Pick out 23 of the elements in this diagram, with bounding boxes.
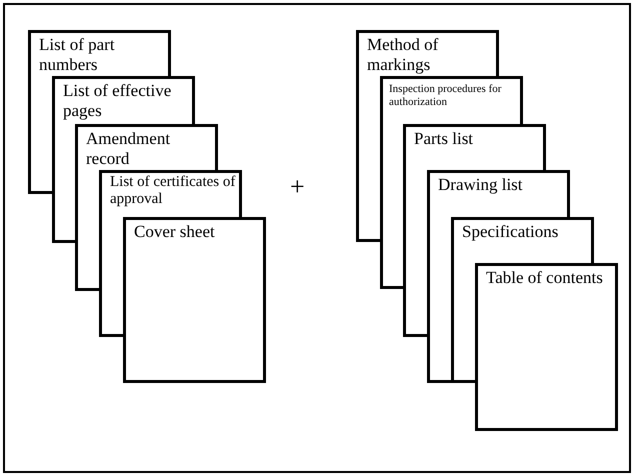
- page-title: List of part numbers: [39, 35, 116, 75]
- document-page: [380, 76, 523, 124]
- document-page: [123, 217, 266, 383]
- page-title: Method of markings: [367, 35, 440, 75]
- document-page: [52, 76, 195, 124]
- document-page: [427, 170, 570, 217]
- document-page: [475, 263, 618, 431]
- plus-sign: +: [290, 172, 305, 202]
- document-page: [75, 124, 218, 170]
- document-page: [403, 124, 546, 170]
- page-title: Drawing list: [438, 175, 524, 195]
- page-title: List of certificates of approval: [110, 174, 236, 208]
- page-title: Specifications: [462, 222, 560, 242]
- document-page: [356, 30, 499, 76]
- document-page: [451, 217, 594, 263]
- page-title: Inspection procedures for authorization: [389, 83, 502, 109]
- page-title: Cover sheet: [134, 222, 216, 242]
- page-title: Parts list: [414, 129, 474, 149]
- page-title: List of effective pages: [63, 81, 172, 121]
- page-title: Amendment record: [86, 129, 172, 169]
- document-page: [28, 30, 171, 76]
- page-title: Table of contents: [486, 268, 604, 288]
- document-page: [99, 170, 242, 217]
